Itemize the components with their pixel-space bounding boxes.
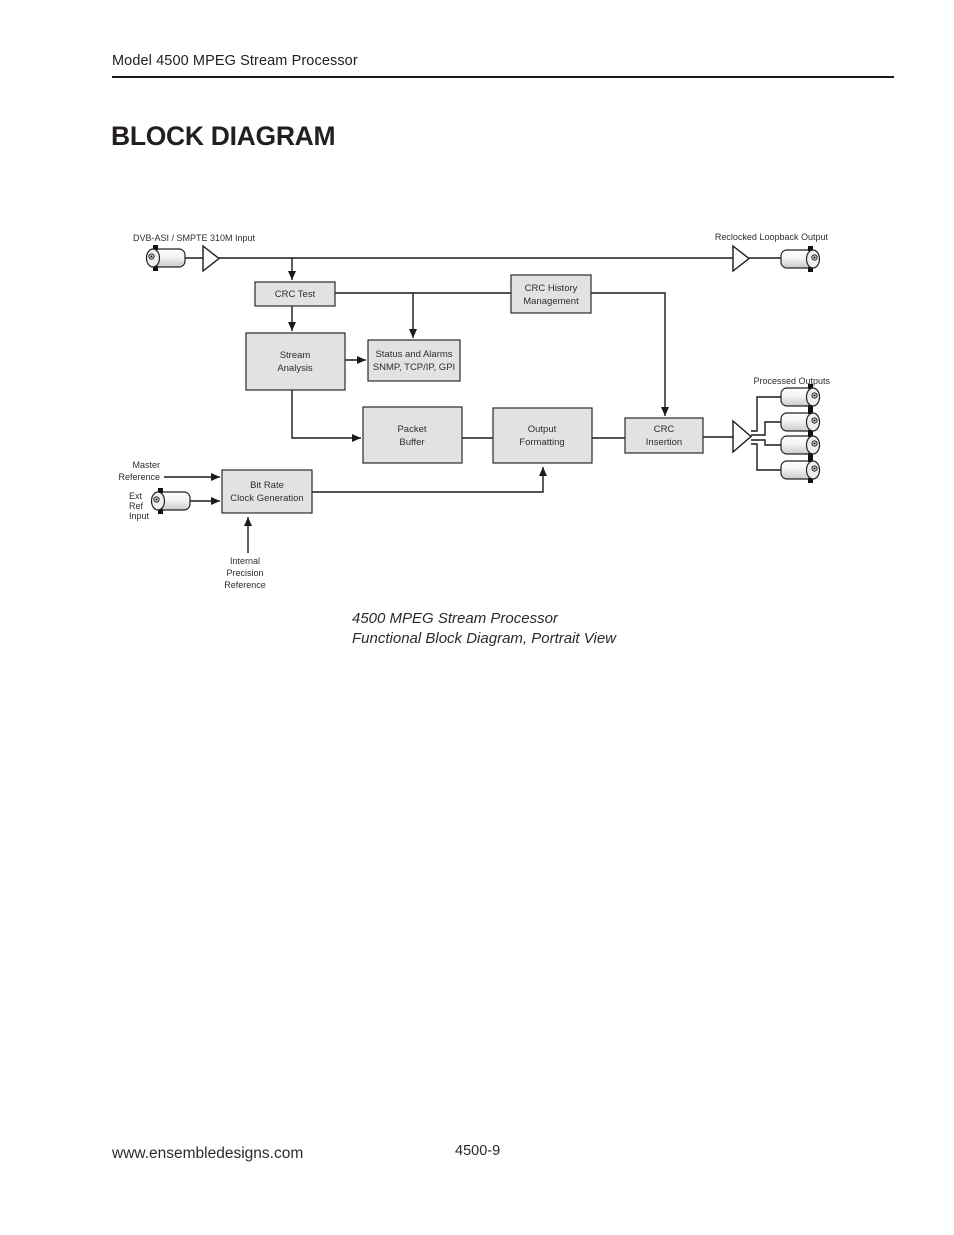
ext-ref-label-1: Ext <box>129 491 143 501</box>
block-stream-analysis: Stream Analysis <box>245 332 346 391</box>
processed-outputs-label: Processed Outputs <box>753 376 830 386</box>
master-reference-label-2: Reference <box>118 472 160 482</box>
block-crc-insertion-label-2: Insertion <box>646 437 682 448</box>
loopback-buffer-amp-icon <box>732 244 751 273</box>
internal-ref-label-2: Precision <box>226 568 263 578</box>
block-packet-buffer-label-1: Packet <box>397 424 426 435</box>
footer-website: www.ensembledesigns.com <box>112 1145 304 1162</box>
ext-ref-input-bnc-icon <box>150 487 191 515</box>
block-output-formatting-label-2: Formatting <box>519 437 564 448</box>
internal-ref-label-1: Internal <box>230 556 260 566</box>
block-crc-test-label: CRC Test <box>275 289 316 300</box>
page-header-title: Model 4500 MPEG Stream Processor <box>112 53 358 69</box>
block-bit-rate-label-2: Clock Generation <box>230 493 303 504</box>
block-crc-test: CRC Test <box>254 281 336 307</box>
block-diagram: CRC Test CRC History Management Stream A… <box>118 232 830 590</box>
figure-caption: 4500 MPEG Stream Processor Functional Bl… <box>352 609 616 649</box>
block-stream-analysis-label-1: Stream <box>280 350 311 361</box>
internal-precision-reference-label: Internal Precision Reference <box>224 556 266 590</box>
ext-ref-input-label: Ext Ref Input <box>129 491 150 521</box>
master-reference-label: Master Reference <box>118 460 160 482</box>
block-packet-buffer: Packet Buffer <box>362 406 463 464</box>
figure-caption-line-2: Functional Block Diagram, Portrait View <box>352 630 616 647</box>
block-stream-analysis-label-2: Analysis <box>277 363 313 374</box>
block-bit-rate-clock-generation: Bit Rate Clock Generation <box>221 469 313 514</box>
ext-ref-label-2: Ref <box>129 501 144 511</box>
output-distribution-amp-icon <box>732 419 753 454</box>
loopback-output-label: Reclocked Loopback Output <box>715 232 829 242</box>
header-rule <box>112 76 894 78</box>
processed-output-bnc-4-icon <box>780 456 821 484</box>
loopback-output-bnc-icon <box>780 245 821 273</box>
page-title: BLOCK DIAGRAM <box>111 121 336 151</box>
internal-ref-label-3: Reference <box>224 580 266 590</box>
block-output-formatting: Output Formatting <box>492 407 593 464</box>
figure-caption-line-1: 4500 MPEG Stream Processor <box>352 610 558 627</box>
block-bit-rate-label-1: Bit Rate <box>250 480 284 491</box>
block-status-and-alarms: Status and Alarms SNMP, TCP/IP, GPI <box>367 339 461 382</box>
ext-ref-label-3: Input <box>129 511 150 521</box>
block-status-alarms-label-1: Status and Alarms <box>375 349 452 360</box>
block-status-alarms-label-2: SNMP, TCP/IP, GPI <box>373 362 455 373</box>
footer-page-number: 4500-9 <box>455 1143 501 1159</box>
input-buffer-amp-icon <box>202 244 221 273</box>
block-crc-insertion: CRC Insertion <box>624 417 704 454</box>
block-output-formatting-label-1: Output <box>528 424 557 435</box>
dvb-asi-input-bnc-icon <box>145 244 186 272</box>
block-packet-buffer-label-2: Buffer <box>399 437 424 448</box>
input-label: DVB-ASI / SMPTE 310M Input <box>133 233 256 243</box>
block-crc-history-management: CRC History Management <box>510 274 592 314</box>
master-reference-label-1: Master <box>132 460 160 470</box>
diagram-wires <box>164 257 782 553</box>
block-crc-insertion-label-1: CRC <box>654 424 675 435</box>
processed-output-bnc-1-icon <box>780 383 821 411</box>
processed-output-bnc-3-icon <box>780 431 821 459</box>
processed-output-bnc-2-icon <box>780 408 821 436</box>
block-crc-history-label-1: CRC History <box>525 283 578 294</box>
block-crc-history-label-2: Management <box>523 296 579 307</box>
